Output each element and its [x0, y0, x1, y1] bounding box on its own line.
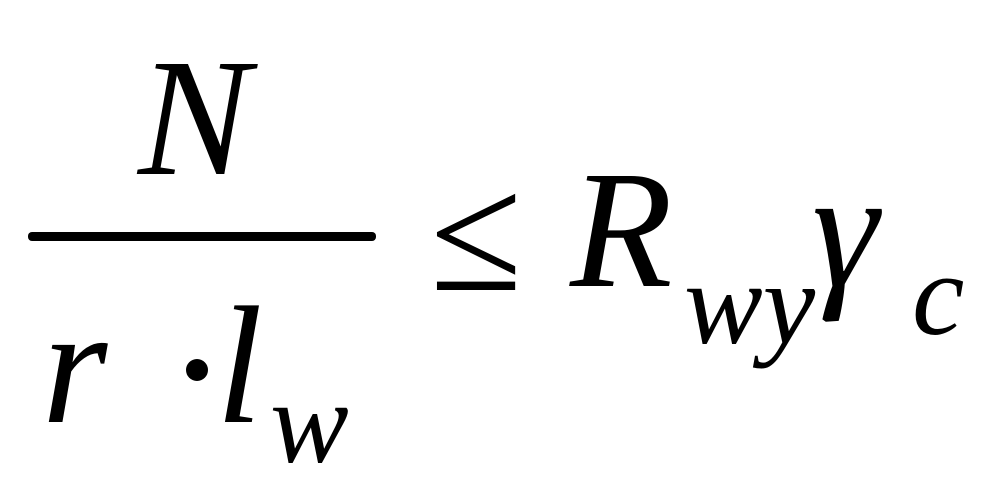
rhs-r: R [570, 137, 673, 323]
numerator-n: N [138, 25, 251, 211]
denominator-l: l [216, 273, 263, 459]
denominator-r: r [42, 273, 108, 459]
less-equal-sign: ≤ [430, 141, 523, 327]
multiplication-dot [186, 359, 208, 381]
rhs-r-subscript: wy [684, 238, 816, 369]
gamma-subscript: c [912, 229, 965, 360]
fraction-bar [28, 232, 376, 241]
gamma-symbol: γ [812, 137, 879, 323]
denominator-l-subscript: w [270, 357, 349, 488]
